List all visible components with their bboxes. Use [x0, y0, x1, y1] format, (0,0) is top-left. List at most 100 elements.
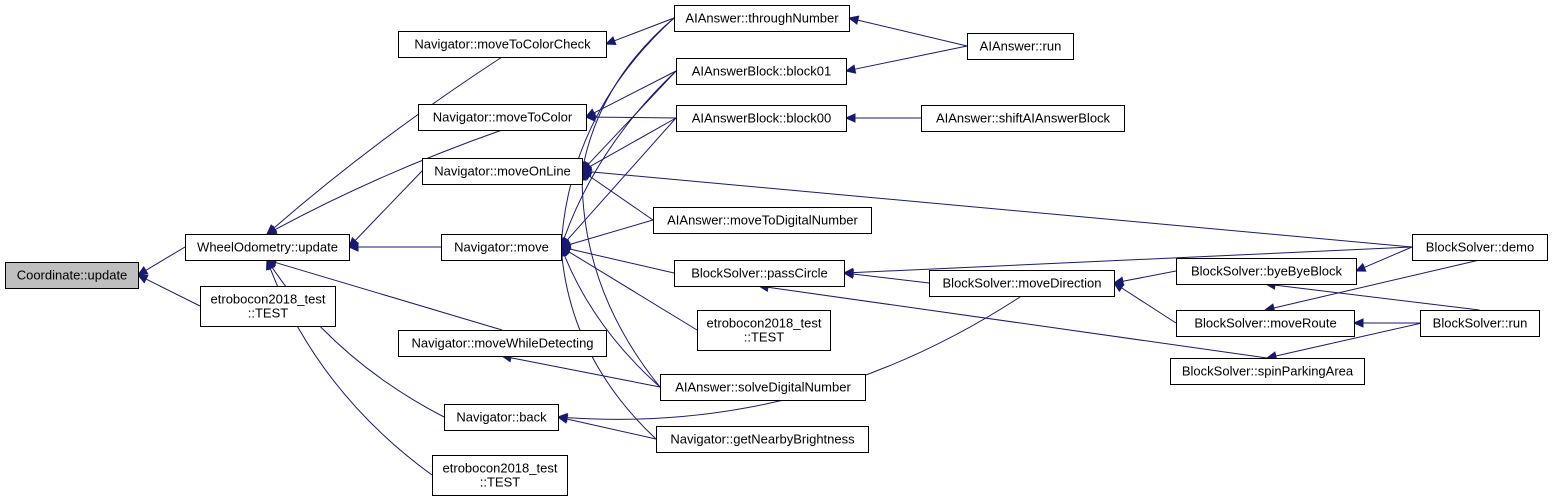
node-movedir[interactable]: BlockSolver::moveDirection — [929, 270, 1115, 297]
node-spin[interactable]: BlockSolver::spinParkingArea — [1170, 358, 1365, 385]
node-mtc[interactable]: Navigator::moveToColor — [418, 104, 587, 131]
node-airun[interactable]: AIAnswer::run — [967, 33, 1074, 60]
edge-block00-to-move — [566, 117, 677, 241]
node-coord[interactable]: Coordinate::update — [5, 262, 139, 289]
node-bye[interactable]: BlockSolver::byeByeBlock — [1176, 258, 1357, 285]
edge-mtcc-to-wheel — [273, 56, 503, 229]
edge-block01-to-mol — [587, 70, 677, 165]
edge-mtdn-to-move — [569, 219, 654, 245]
node-shift[interactable]: AIAnswer::shiftAIAnswerBlock — [921, 105, 1125, 132]
node-label: Navigator::moveWhileDetecting — [411, 336, 593, 351]
node-label: BlockSolver::spinParkingArea — [1182, 364, 1354, 379]
node-box[interactable] — [1420, 310, 1540, 337]
edge-gnb-to-back — [566, 418, 657, 440]
edge-block01-to-mtc — [593, 70, 677, 114]
node-box[interactable] — [967, 33, 1074, 60]
node-mwd[interactable]: Navigator::moveWhileDetecting — [398, 330, 607, 357]
edge-mwd-to-wheel — [275, 262, 503, 331]
edge-demo-to-route — [1273, 259, 1480, 309]
node-label: ::TEST — [480, 475, 521, 490]
edge-wheel-to-coord — [145, 246, 186, 271]
node-label: Navigator::moveToColorCheck — [414, 37, 591, 52]
node-label: ::TEST — [248, 306, 289, 321]
node-label: BlockSolver::moveDirection — [943, 276, 1102, 291]
node-back[interactable]: Navigator::back — [444, 404, 559, 431]
node-solve[interactable]: AIAnswer::solveDigitalNumber — [660, 374, 866, 401]
node-test2[interactable]: etrobocon2018_test::TEST — [697, 310, 831, 351]
arrowhead-airun-to-block01 — [844, 64, 857, 74]
node-label: AIAnswerBlock::block01 — [692, 64, 831, 79]
node-bsrun[interactable]: BlockSolver::run — [1420, 310, 1540, 337]
node-label: Navigator::moveOnLine — [434, 164, 571, 179]
node-block01[interactable]: AIAnswerBlock::block01 — [676, 58, 847, 85]
node-box[interactable] — [697, 310, 831, 351]
node-label: etrobocon2018_test — [443, 461, 558, 476]
node-box[interactable] — [398, 31, 607, 58]
node-box[interactable] — [921, 105, 1125, 132]
node-label: BlockSolver::demo — [1426, 240, 1534, 255]
node-mol[interactable]: Navigator::moveOnLine — [422, 158, 583, 185]
node-block00[interactable]: AIAnswerBlock::block00 — [676, 105, 847, 132]
edge-movedir-to-pass — [852, 273, 930, 284]
node-mtcc[interactable]: Navigator::moveToColorCheck — [398, 31, 607, 58]
node-wheel[interactable]: WheelOdometry::update — [185, 234, 350, 261]
node-move[interactable]: Navigator::move — [441, 234, 562, 261]
node-box[interactable] — [1412, 234, 1548, 261]
node-box[interactable] — [432, 455, 568, 496]
node-label: AIAnswer::solveDigitalNumber — [675, 380, 851, 395]
edge-demo-to-mol — [590, 171, 1413, 248]
node-label: Navigator::getNearbyBrightness — [670, 432, 855, 447]
edge-block00-to-mol — [589, 117, 677, 168]
edge-through-to-mtcc — [614, 17, 675, 42]
node-box[interactable] — [444, 404, 559, 431]
edge-mol-to-wheel — [354, 170, 423, 241]
node-box[interactable] — [398, 330, 607, 357]
node-box[interactable] — [674, 260, 845, 287]
node-box[interactable] — [1170, 358, 1365, 385]
node-label: BlockSolver::moveRoute — [1194, 316, 1336, 331]
node-test3[interactable]: etrobocon2018_test::TEST — [432, 455, 568, 496]
node-mtdn[interactable]: AIAnswer::moveToDigitalNumber — [653, 207, 872, 234]
node-box[interactable] — [676, 105, 847, 132]
node-gnb[interactable]: Navigator::getNearbyBrightness — [656, 426, 869, 453]
edge-bye-to-movedir — [1122, 270, 1177, 282]
node-box[interactable] — [422, 158, 583, 185]
node-label: AIAnswer::shiftAIAnswerBlock — [936, 111, 1111, 126]
arrowhead-movedir-to-back — [556, 412, 568, 423]
node-box[interactable] — [660, 374, 866, 401]
node-pass[interactable]: BlockSolver::passCircle — [674, 260, 845, 287]
node-through[interactable]: AIAnswer::throughNumber — [674, 5, 850, 32]
node-route[interactable]: BlockSolver::moveRoute — [1176, 310, 1355, 337]
node-box[interactable] — [656, 426, 869, 453]
arrowhead-movedir-to-pass — [842, 269, 854, 279]
node-box[interactable] — [1176, 258, 1357, 285]
arrowhead-demo-to-bye — [1354, 262, 1367, 272]
node-box[interactable] — [200, 286, 336, 327]
node-demo[interactable]: BlockSolver::demo — [1412, 234, 1548, 261]
edge-solve-to-mwd — [510, 357, 661, 388]
edge-solve-to-mol — [581, 179, 661, 388]
node-box[interactable] — [676, 58, 847, 85]
edge-block01-to-move — [563, 70, 677, 239]
node-box[interactable] — [1176, 310, 1355, 337]
node-box[interactable] — [441, 234, 562, 261]
node-box[interactable] — [185, 234, 350, 261]
edge-mtdn-to-mol — [589, 175, 654, 221]
edge-airun-to-block01 — [854, 45, 968, 70]
node-box[interactable] — [674, 5, 850, 32]
node-label: AIAnswerBlock::block00 — [692, 111, 831, 126]
node-box[interactable] — [929, 270, 1115, 297]
node-label: Navigator::back — [456, 410, 547, 425]
arrowhead-test3-to-wheel — [265, 258, 275, 271]
edge-mtc-to-wheel — [274, 129, 503, 231]
node-box[interactable] — [653, 207, 872, 234]
edge-block00-to-mtc — [594, 116, 677, 119]
edge-through-to-move — [561, 17, 675, 239]
node-label: AIAnswer::moveToDigitalNumber — [667, 213, 858, 228]
node-box[interactable] — [5, 262, 139, 289]
node-test1[interactable]: etrobocon2018_test::TEST — [200, 286, 336, 327]
node-label: BlockSolver::passCircle — [691, 266, 828, 281]
node-box[interactable] — [418, 104, 587, 131]
